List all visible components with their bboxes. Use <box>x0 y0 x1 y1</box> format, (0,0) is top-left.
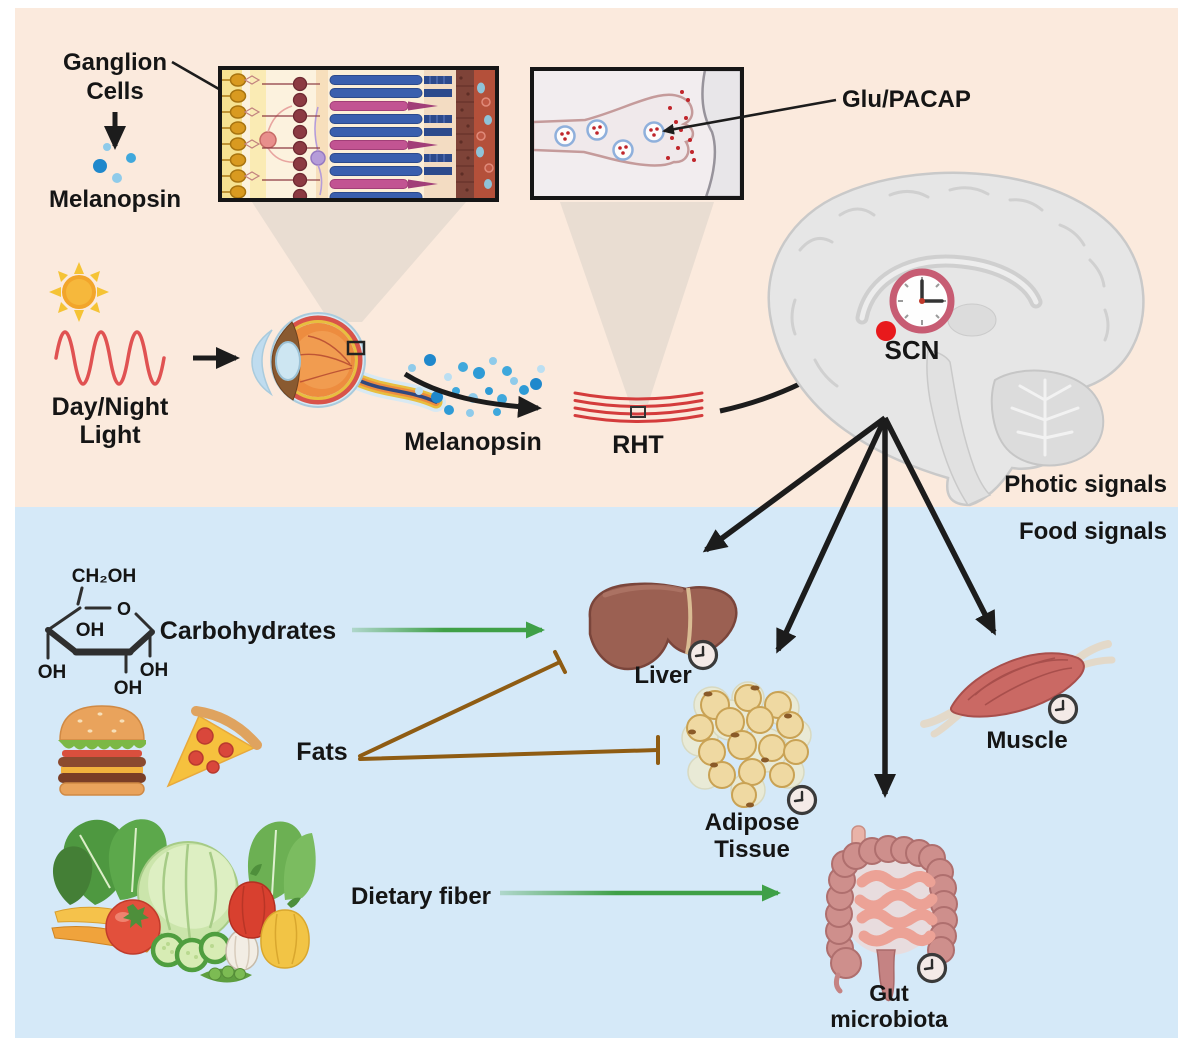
glu-pacap-label: Glu/PACAP <box>842 86 971 113</box>
gut-label-line2: microbiota <box>830 1006 948 1032</box>
synapse-inset-border <box>530 67 744 200</box>
choroid-layer <box>474 70 495 198</box>
glucose-molecule-icon: CH₂OH O OH OH OH OH <box>38 566 169 699</box>
melanopsin-mid-group: Melanopsin <box>403 354 545 456</box>
cornea <box>251 329 273 397</box>
sun-icon <box>49 262 109 322</box>
brain-illustration <box>767 171 1145 507</box>
scn-output-arrows <box>702 415 997 798</box>
large-intestine <box>825 835 958 979</box>
released-neurotransmitter-dots <box>666 90 696 162</box>
gut-label-line1: Gut <box>869 980 909 1006</box>
synaptic-vesicles <box>554 119 665 161</box>
brainstem <box>926 349 992 506</box>
molecule-oh-bottom-label: OH <box>114 678 143 699</box>
inhibit-fats-adipose <box>358 748 660 761</box>
presynaptic-terminal <box>534 93 695 167</box>
gut-illustration <box>825 825 958 1002</box>
molecule-oh-right-label: OH <box>140 660 169 681</box>
rht-label: RHT <box>612 431 663 459</box>
arrow-melanopsin-to-rht <box>403 371 542 418</box>
inhibit-fats-liver <box>358 660 562 758</box>
eye-illustration <box>251 312 446 412</box>
molecule-o-label: O <box>117 599 131 619</box>
cucumber-slices <box>150 931 232 973</box>
ganglion-cells-label-line2: Cells <box>86 78 143 105</box>
vegetables-illustration <box>51 819 316 983</box>
retina-inset <box>218 66 499 202</box>
clock-icon-muscle <box>1047 693 1079 725</box>
rht-tract-icon <box>573 391 704 423</box>
ganglion-cell-layer <box>222 73 261 198</box>
scn-label: SCN <box>885 335 940 365</box>
molecule-ch2oh-label: CH₂OH <box>72 566 136 587</box>
thalamus <box>947 303 997 337</box>
rht-group: RHT <box>573 391 704 459</box>
ganglion-cells-label-line1: Ganglion <box>63 49 167 76</box>
zoom-funnel-synapse <box>560 202 714 404</box>
melanopsin-top-label: Melanopsin <box>49 186 181 213</box>
molecule-oh-left-label: OH <box>38 662 67 683</box>
photic-signals-label: Photic signals <box>1004 471 1167 498</box>
arrow-scn-to-liver <box>702 415 887 553</box>
muscle-illustration <box>920 640 1116 738</box>
burger-icon <box>58 705 146 796</box>
dietary-fiber-label: Dietary fiber <box>351 883 491 910</box>
clock-icon-liver <box>687 639 719 671</box>
rpe-layer <box>456 70 474 198</box>
scn-dot <box>876 321 896 341</box>
day-night-label-line1: Day/Night <box>52 393 169 421</box>
photoreceptor-layer <box>329 75 452 198</box>
fats-inhibition-lines <box>358 650 660 765</box>
adipose-tissue-illustration <box>681 681 812 808</box>
amacrine-cell <box>259 131 277 149</box>
carbohydrates-label: Carbohydrates <box>160 617 336 645</box>
melanopsin-mid-label: Melanopsin <box>404 428 542 456</box>
clock-icon-gut <box>916 952 948 984</box>
day-night-label-line2: Light <box>79 421 141 449</box>
day-night-group: Day/Night Light <box>49 262 240 449</box>
horizontal-cell <box>310 150 326 166</box>
appendix <box>833 972 843 994</box>
bipolar-cell-layer <box>262 76 320 198</box>
fats-label: Fats <box>296 738 347 766</box>
retina-zoom-rect <box>346 340 366 356</box>
molecule-oh-inner-label: OH <box>76 620 105 641</box>
melanopsin-dots-top <box>93 143 136 183</box>
arrow-scn-to-adipose <box>775 416 888 654</box>
rectum <box>876 949 896 1002</box>
pizza-icon <box>166 706 262 788</box>
food-signals-label: Food signals <box>1019 518 1167 545</box>
adipose-label-line2: Tissue <box>714 836 790 863</box>
scn-clock-icon <box>889 268 955 334</box>
liver-label: Liver <box>634 662 691 689</box>
rht-zoom-rect <box>630 406 646 418</box>
falciform-ligament <box>685 587 693 655</box>
postsynaptic-membrane <box>701 71 740 196</box>
brain-gyri <box>790 186 1110 388</box>
synapse-inset: Glu/PACAP <box>530 67 971 200</box>
cerebellum <box>990 369 1105 467</box>
melanopsin-dots-mid <box>408 354 545 417</box>
zoom-funnel-retina <box>252 202 466 322</box>
light-wave-icon <box>54 330 166 386</box>
lens <box>275 341 301 381</box>
muscle-label: Muscle <box>986 727 1067 754</box>
small-intestine <box>854 870 938 947</box>
glu-pacap-leader-line <box>662 98 837 135</box>
retina-inset-border <box>218 66 499 202</box>
adipose-label-line1: Adipose <box>705 809 800 836</box>
arrow-scn-to-muscle <box>882 416 997 636</box>
inhibit-fats-liver-cap <box>553 650 567 674</box>
